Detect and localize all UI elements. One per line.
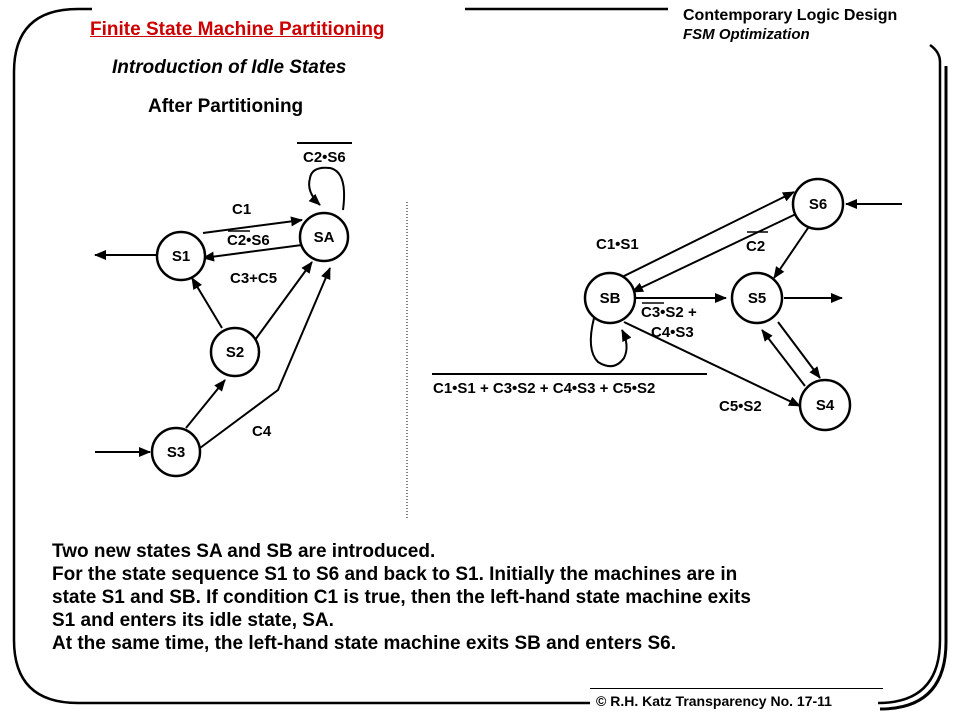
body-text: Two new states SA and SB are introduced.… xyxy=(52,540,942,655)
edge-sb-to-s4 xyxy=(623,321,801,407)
course-name: Contemporary Logic Design xyxy=(683,7,898,24)
body-line: Two new states SA and SB are introduced. xyxy=(52,541,436,562)
sa-self-loop-label: C2•S6 xyxy=(303,149,346,166)
body-line: For the state sequence S1 to S6 and back… xyxy=(52,564,738,585)
state-s1-label: S1 xyxy=(172,248,190,265)
footer-credit: © R.H. Katz Transparency No. 17-11 xyxy=(596,693,832,709)
state-s3: S3 xyxy=(150,426,202,478)
left-state-machine: C2•S6 C1 C2•S6 C3+C5 C4 S1 SA xyxy=(94,142,352,478)
state-sa-label: SA xyxy=(314,229,335,246)
edge-s3-to-sa xyxy=(199,267,331,449)
footer-divider xyxy=(590,688,883,689)
state-s1-circle xyxy=(155,230,207,282)
slide-title: Finite State Machine Partitioning xyxy=(90,19,385,40)
edge-sa-to-s1 xyxy=(202,244,303,262)
state-sa-circle xyxy=(298,211,350,263)
state-sb-label: SB xyxy=(600,290,621,307)
sb-self-loop xyxy=(589,317,632,368)
slide-frame-shadow xyxy=(879,66,948,711)
slide-frame-top-right xyxy=(929,43,942,63)
edge-sb-to-s4-label: C5•S2 xyxy=(719,398,762,415)
state-s5: S5 xyxy=(730,271,784,325)
edge-s5-to-s4 xyxy=(777,321,821,379)
edge-s2-to-sa xyxy=(254,261,313,341)
state-s5-circle xyxy=(730,271,784,325)
state-s4-label: S4 xyxy=(816,397,835,414)
slide-subtitle: Introduction of Idle States xyxy=(112,57,347,78)
state-s4: S4 xyxy=(798,378,852,432)
state-s2: S2 xyxy=(209,326,261,378)
edge-sb-to-s5-label-1: C3•S2 + xyxy=(641,304,697,321)
state-s6-label: S6 xyxy=(809,196,827,213)
body-line: state S1 and SB. If condition C1 is true… xyxy=(52,587,751,608)
state-sa: SA xyxy=(298,211,350,263)
state-sb-circle xyxy=(583,271,637,325)
edge-sb-to-s6 xyxy=(619,191,795,279)
body-line: At the same time, the left-hand state ma… xyxy=(52,633,677,654)
sa-self-loop xyxy=(308,166,346,211)
edge-s2-to-sa-label: C3+C5 xyxy=(230,270,277,287)
state-s5-label: S5 xyxy=(748,290,766,307)
state-s3-circle xyxy=(150,426,202,478)
right-state-machine: C1•S1 C2 C3•S2 + C4•S3 C5•S2 C1•S1 + C3•… xyxy=(432,177,902,432)
state-s4-circle xyxy=(798,378,852,432)
edge-s6-to-sb-label: C2 xyxy=(746,238,765,255)
edge-sb-to-s5-label-2: C4•S3 xyxy=(651,324,694,341)
state-s1: S1 xyxy=(155,230,207,282)
edge-s3-to-s2 xyxy=(185,379,226,429)
slide-frame xyxy=(12,7,942,705)
edge-s1-to-sa xyxy=(202,216,303,234)
state-s2-circle xyxy=(209,326,261,378)
edge-sa-to-s1-label: C2•S6 xyxy=(227,232,270,249)
sb-self-loop-label: C1•S1 + C3•S2 + C4•S3 + C5•S2 xyxy=(433,380,655,397)
body-line: S1 and enters its idle state, SA. xyxy=(52,610,334,631)
edge-s3-to-sa-label: C4 xyxy=(252,423,272,440)
state-sb: SB xyxy=(583,271,637,325)
edge-s1-to-sa-label: C1 xyxy=(232,201,251,218)
section-heading: After Partitioning xyxy=(148,96,304,117)
state-s2-label: S2 xyxy=(226,344,244,361)
edge-s4-to-s5 xyxy=(761,329,806,387)
state-s6: S6 xyxy=(791,177,845,231)
course-topic: FSM Optimization xyxy=(683,26,810,43)
state-s3-label: S3 xyxy=(167,444,185,461)
edge-s6-to-sb xyxy=(631,213,797,293)
edge-sb-to-s6-label: C1•S1 xyxy=(596,236,639,253)
edge-s6-to-s5 xyxy=(773,227,809,279)
state-s6-circle xyxy=(791,177,845,231)
edge-s2-to-s1 xyxy=(191,277,223,329)
